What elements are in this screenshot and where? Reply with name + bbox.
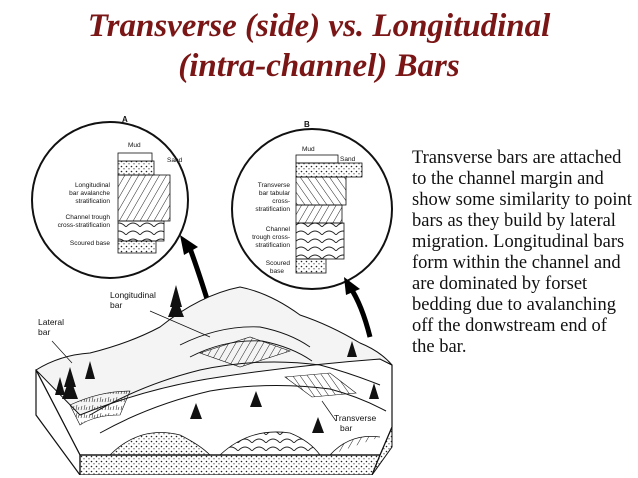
block-transverse-label-1: Transverse [334,413,376,423]
block-lateral-label-1: Lateral [38,317,64,327]
panel-b-trough-label-2: trough cross- [252,234,290,241]
panel-b-trough-label-1: Channel [266,226,291,233]
bar-types-figure: A Mud Sand Longitudinal bar avalanche st… [31,115,393,475]
block-longitudinal-label-1: Longitudinal [110,290,156,300]
block-longitudinal-label-2: bar [110,300,122,310]
block-lateral-label-2: bar [38,327,50,337]
panel-a-scoured-label: Scoured base [70,240,110,247]
panel-b-transverse-label-2: bar tabular [259,190,291,197]
panel-a-longitudinal-label-1: Longitudinal [75,182,111,189]
panel-b-transverse-label-4: stratification [255,206,290,213]
panel-a-trough-label-2: cross-stratification [58,222,111,229]
block-transverse-label-2: bar [340,423,352,433]
panel-a-sand-label: Sand [167,157,183,164]
panel-b-sand-label: Sand [340,156,356,163]
panel-a-inset: A Mud Sand Longitudinal bar avalanche st… [31,115,189,279]
arrow-head-b [344,277,360,295]
title-line-2: (intra-channel) Bars [178,48,460,84]
panel-b-scoured-label-2: base [270,268,284,275]
panel-a-longitudinal-label-2: bar avalanche [69,190,110,197]
panel-b-letter: B [304,120,310,129]
panel-b-transverse-label-3: cross- [272,198,290,205]
trees [55,285,379,433]
body-paragraph: Transverse bars are attached to the chan… [412,148,632,357]
panel-a-mud-label: Mud [128,142,141,149]
arrow-head-a [180,235,198,255]
panel-a-trough-label-1: Channel trough [66,214,111,221]
panel-b-trough-label-3: stratification [255,242,290,249]
panel-b-inset: B Mud Sand Transverse bar tabular cross-… [231,120,393,290]
panel-a-strat-column [117,152,171,254]
panel-a-longitudinal-label-3: stratification [75,198,110,205]
panel-b-strat-column [295,154,363,274]
title-line-1: Transverse (side) vs. Longitudinal [87,8,551,44]
panel-b-scoured-label-1: Scoured [266,260,291,267]
panel-a-letter: A [122,115,128,124]
panel-b-transverse-label-1: Transverse [258,182,291,189]
slide-title: Transverse (side) vs. Longitudinal (intr… [0,6,638,86]
panel-b-mud-label: Mud [302,146,315,153]
block-diagram [35,285,393,475]
